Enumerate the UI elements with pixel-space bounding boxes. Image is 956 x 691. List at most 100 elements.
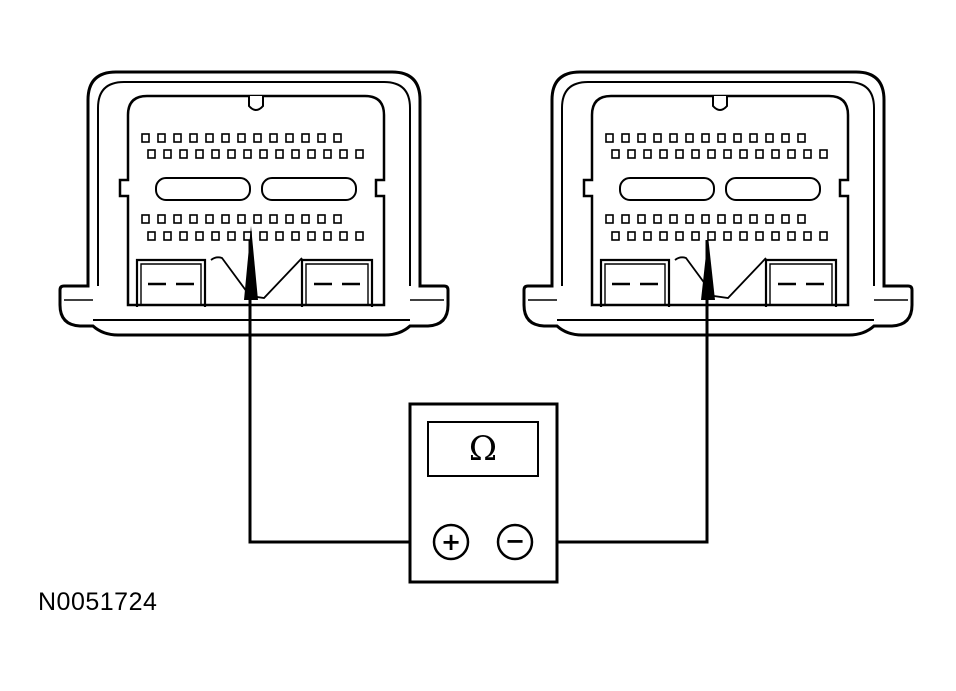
pin-cavity <box>179 149 188 159</box>
pin-cavity <box>355 231 364 241</box>
pin-cavity <box>819 231 828 241</box>
pin-cavity <box>323 149 332 159</box>
pin-cavity <box>733 214 742 224</box>
pin-cavity <box>291 149 300 159</box>
positive-terminal-label: + <box>440 528 462 556</box>
pin-cavity <box>685 133 694 143</box>
pin-cavity <box>157 214 166 224</box>
pin-cavity <box>717 133 726 143</box>
pin-cavity <box>317 214 326 224</box>
pin-cavity <box>723 231 732 241</box>
pin-cavity <box>819 149 828 159</box>
pin-cavity <box>307 149 316 159</box>
pin-cavity <box>637 133 646 143</box>
pin-cavity <box>797 133 806 143</box>
pin-cavity <box>659 149 668 159</box>
pin-cavity <box>141 214 150 224</box>
pin-cavity <box>195 149 204 159</box>
pin-cavity <box>605 133 614 143</box>
pin-cavity <box>675 231 684 241</box>
pin-cavity <box>173 133 182 143</box>
pin-grid <box>141 133 364 241</box>
pin-cavity <box>691 149 700 159</box>
pin-cavity <box>621 214 630 224</box>
pin-cavity <box>723 149 732 159</box>
pin-cavity <box>221 214 230 224</box>
pin-cavity <box>605 214 614 224</box>
pin-cavity <box>355 149 364 159</box>
right-connector <box>522 70 914 337</box>
pin-cavity <box>339 231 348 241</box>
pin-cavity <box>163 149 172 159</box>
pin-cavity <box>733 133 742 143</box>
pin-cavity <box>163 231 172 241</box>
pin-cavity <box>307 231 316 241</box>
pin-cavity <box>701 133 710 143</box>
pin-cavity <box>765 214 774 224</box>
pin-cavity <box>803 149 812 159</box>
pin-cavity <box>653 214 662 224</box>
pin-cavity <box>237 214 246 224</box>
pin-cavity <box>653 133 662 143</box>
negative-probe-tip <box>701 236 715 300</box>
pin-cavity <box>291 231 300 241</box>
pin-cavity <box>803 231 812 241</box>
negative-test-lead <box>538 240 709 544</box>
pin-cavity <box>637 214 646 224</box>
pin-cavity <box>227 231 236 241</box>
pin-cavity <box>787 149 796 159</box>
pin-cavity <box>275 231 284 241</box>
pin-cavity <box>211 149 220 159</box>
pin-cavity <box>285 214 294 224</box>
pin-cavity <box>259 231 268 241</box>
pin-cavity <box>611 231 620 241</box>
pin-cavity <box>739 149 748 159</box>
pin-cavity <box>179 231 188 241</box>
pin-cavity <box>749 214 758 224</box>
pin-cavity <box>701 214 710 224</box>
pin-cavity <box>669 214 678 224</box>
pin-cavity <box>755 149 764 159</box>
pin-cavity <box>301 133 310 143</box>
pin-cavity <box>669 133 678 143</box>
pin-cavity <box>707 231 716 241</box>
pin-cavity <box>173 214 182 224</box>
pin-cavity <box>685 214 694 224</box>
pin-cavity <box>323 231 332 241</box>
positive-test-lead <box>248 240 428 544</box>
pin-cavity <box>333 133 342 143</box>
pin-cavity <box>189 214 198 224</box>
negative-terminal-label: − <box>504 527 526 555</box>
pin-cavity <box>707 149 716 159</box>
pin-cavity <box>243 149 252 159</box>
pin-cavity <box>285 133 294 143</box>
pin-cavity <box>611 149 620 159</box>
pin-cavity <box>269 133 278 143</box>
pin-cavity <box>627 231 636 241</box>
pin-cavity <box>237 133 246 143</box>
pin-cavity <box>157 133 166 143</box>
positive-terminal <box>432 523 470 561</box>
pin-cavity <box>339 149 348 159</box>
pin-cavity <box>787 231 796 241</box>
pin-cavity <box>765 133 774 143</box>
pin-cavity <box>205 214 214 224</box>
pin-cavity <box>675 149 684 159</box>
pin-cavity <box>269 214 278 224</box>
pin-grid <box>605 133 828 241</box>
pin-cavity <box>317 133 326 143</box>
pin-cavity <box>211 231 220 241</box>
pin-cavity <box>227 149 236 159</box>
pin-cavity <box>739 231 748 241</box>
left-connector <box>58 70 450 337</box>
pin-cavity <box>147 231 156 241</box>
pin-cavity <box>195 231 204 241</box>
pin-cavity <box>333 214 342 224</box>
pin-cavity <box>717 214 726 224</box>
pin-cavity <box>771 231 780 241</box>
pin-cavity <box>221 133 230 143</box>
meter-display <box>427 421 539 477</box>
pin-cavity <box>797 214 806 224</box>
pin-cavity <box>781 133 790 143</box>
pin-cavity <box>755 231 764 241</box>
